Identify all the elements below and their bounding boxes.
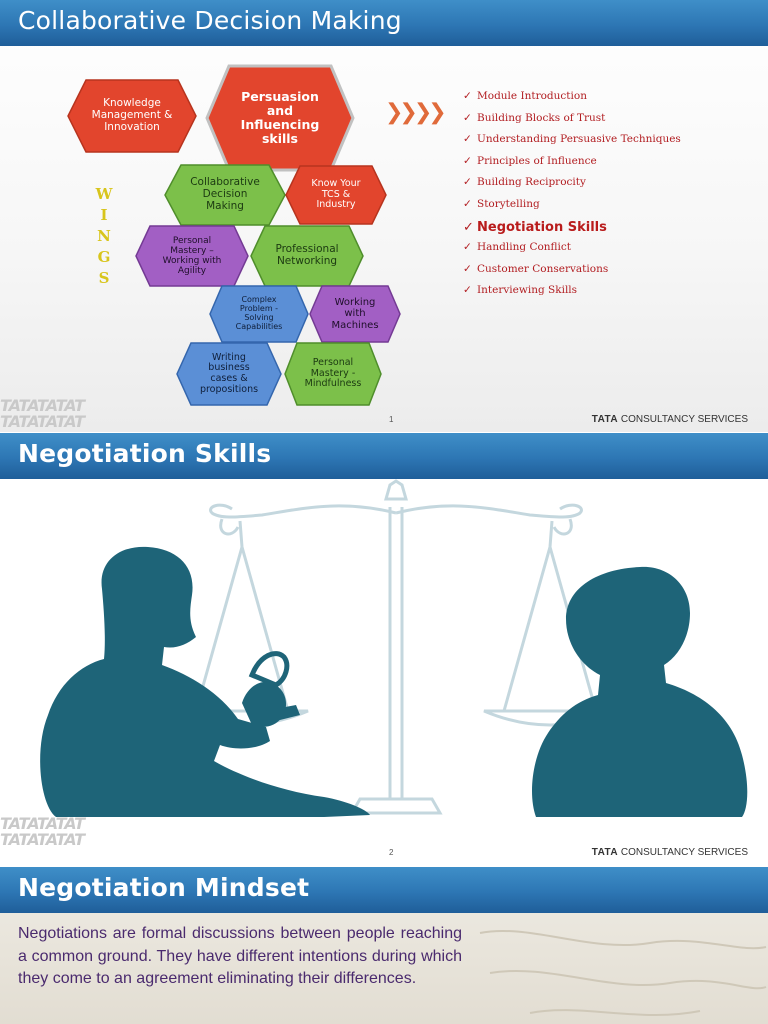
checkmark-icon: ✓ (463, 111, 472, 124)
hex-label: Knowledge Management & Innovation (91, 97, 173, 133)
slide-title: Collaborative Decision Making (18, 6, 402, 35)
right-negotiator-silhouette (532, 566, 748, 817)
checkmark-icon: ✓ (463, 197, 472, 210)
hex-label: Collaborative Decision Making (190, 176, 260, 212)
hex-label: Personal Mastery - Mindfulness (304, 357, 362, 390)
wings-letter: N (97, 227, 111, 245)
wings-vertical-label: W I N G S (94, 184, 114, 289)
checkmark-icon: ✓ (463, 90, 472, 102)
checkmark-icon: ✓ (463, 284, 472, 297)
hex-persuasion-influencing: Persuasion and Influencing skills (205, 64, 355, 172)
checklist-item: ✓Understanding Persuasive Techniques (463, 133, 681, 146)
slide-body-text: Negotiations are formal discussions betw… (18, 925, 462, 988)
checklist-item: ✓Storytelling (463, 197, 540, 210)
hex-know-your-tcs: Know Your TCS & Industry (284, 164, 388, 226)
hex-label: Writing business cases & propositions (199, 351, 259, 395)
hex-label: Professional Networking (275, 243, 339, 267)
hex-personal-mastery-agility: Personal Mastery – Working with Agility (134, 224, 250, 288)
hex-complex-problem-solving: Complex Problem - Solving Capabilities (208, 284, 310, 344)
slide-title: Negotiation Mindset (18, 873, 310, 902)
hex-label: Know Your TCS & Industry (311, 178, 361, 211)
wings-letter: I (100, 206, 108, 224)
module-checklist: ✓Module Introduction ✓Building Blocks of… (463, 90, 681, 306)
tcs-brand: TATA CONSULTANCY SERVICES (591, 847, 748, 858)
page-number: 1 (389, 415, 394, 424)
background-sketch-decoration (479, 929, 767, 1016)
page-number: 2 (389, 848, 394, 857)
hex-label: Working with Machines (331, 297, 379, 331)
hex-professional-networking: Professional Networking (249, 224, 365, 288)
wings-letter: G (97, 248, 111, 266)
hex-writing-business-cases: Writing business cases & propositions (175, 341, 283, 407)
slide-footer: 2 TATA CONSULTANCY SERVICES (0, 843, 768, 865)
checkmark-icon: ✓ (463, 241, 472, 254)
slide-title-bar: Negotiation Skills (0, 433, 768, 479)
checklist-item: ✓Customer Conservations (463, 262, 609, 275)
checkmark-icon: ✓ (463, 154, 472, 167)
slide-footer: 1 TATA CONSULTANCY SERVICES (0, 410, 768, 432)
checklist-item: ✓Building Blocks of Trust (463, 111, 606, 124)
hex-personal-mastery-mindfulness: Personal Mastery - Mindfulness (283, 341, 383, 407)
hex-label: Persuasion and Influencing skills (240, 89, 320, 146)
hex-working-with-machines: Working with Machines (308, 284, 402, 344)
chevron-arrows-icon: ❯❯❯❯ (385, 100, 447, 125)
slide-negotiation-mindset: Negotiation Mindset Negotiations are for… (0, 867, 768, 1024)
wings-letter: S (98, 269, 110, 287)
checklist-item-highlighted: ✓Negotiation Skills (463, 219, 607, 235)
checkmark-icon: ✓ (463, 133, 472, 146)
checklist-item: ✓Handling Conflict (463, 241, 572, 254)
checklist-item: ✓Building Reciprocity (463, 176, 586, 189)
checkmark-icon: ✓ (463, 219, 474, 235)
slide-title-bar: Collaborative Decision Making (0, 0, 768, 46)
checklist-item: ✓Interviewing Skills (463, 284, 578, 297)
tcs-brand: TATA CONSULTANCY SERVICES (591, 414, 748, 425)
checklist-item: ✓Principles of Influence (463, 154, 597, 167)
checkmark-icon: ✓ (463, 176, 472, 189)
hex-label: Personal Mastery – Working with Agility (162, 235, 222, 277)
slide-collaborative-decision-making: Collaborative Decision Making Knowledge … (0, 0, 768, 432)
negotiation-illustration (40, 479, 748, 817)
hex-label: Complex Problem - Solving Capabilities (235, 295, 283, 331)
left-negotiator-silhouette (40, 546, 370, 817)
slide-title: Negotiation Skills (18, 439, 272, 468)
wings-letter: W (95, 185, 113, 203)
hex-knowledge-management: Knowledge Management & Innovation (66, 78, 198, 154)
slide-title-bar: Negotiation Mindset (0, 867, 768, 913)
checklist-item: ✓Module Introduction (463, 90, 587, 102)
checkmark-icon: ✓ (463, 262, 472, 275)
hex-collaborative-decision-making: Collaborative Decision Making (163, 163, 287, 227)
